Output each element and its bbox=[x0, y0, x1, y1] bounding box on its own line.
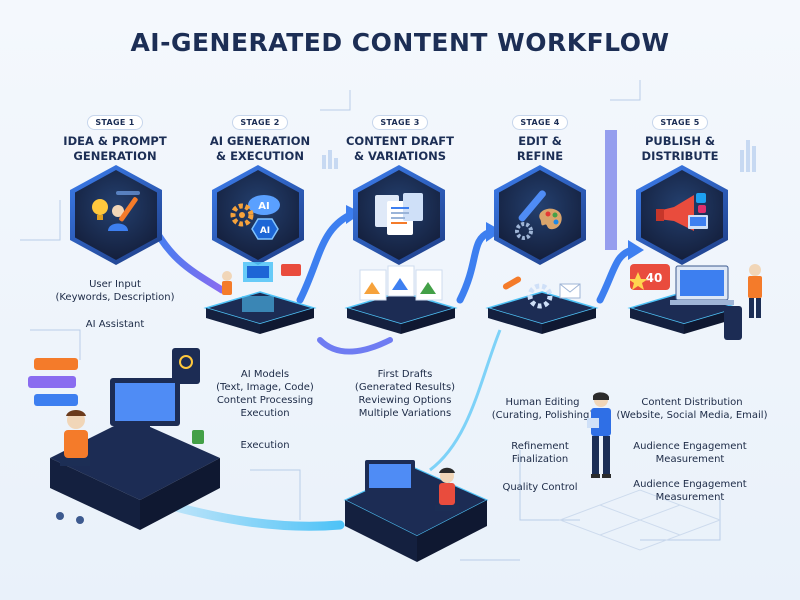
stage-title: AI GENERATION bbox=[209, 134, 311, 148]
label-text: Content Distribution bbox=[641, 397, 743, 408]
data-flow-up bbox=[429, 329, 502, 472]
bar-chart-decor bbox=[322, 140, 756, 172]
stage-title: CONTENT DRAFT bbox=[345, 134, 454, 148]
s4-refinement: Refinement Finalization bbox=[495, 440, 585, 466]
flow-arrow-4 bbox=[456, 228, 494, 304]
ai-chip-label: AI bbox=[260, 226, 270, 236]
circuit-lines bbox=[20, 80, 721, 561]
label-text: First Drafts bbox=[377, 369, 433, 380]
flow-arrow-2 bbox=[296, 211, 354, 304]
label-text: Reviewing Options bbox=[358, 395, 452, 406]
workstation-left bbox=[28, 348, 220, 530]
stage-3-header: STAGE 3 CONTENT DRAFT & VARIATIONS bbox=[335, 110, 465, 164]
stage-title: REFINE bbox=[516, 149, 564, 163]
s3-first-drafts: First Drafts (Generated Results) Reviewi… bbox=[345, 368, 465, 420]
label-text: Execution bbox=[240, 440, 290, 451]
label-text: User Input bbox=[89, 279, 141, 290]
s4-human-editing: Human Editing (Curating, Polishing) bbox=[485, 396, 600, 422]
stage-5-header: STAGE 5 PUBLISH & DISTRIBUTE bbox=[615, 110, 745, 164]
rating-badge: 40 bbox=[646, 271, 663, 285]
label-text: (Website, Social Media, Email) bbox=[616, 410, 768, 421]
flow-arrow-3 bbox=[317, 337, 393, 355]
stage-badge: STAGE 2 bbox=[232, 115, 288, 130]
stage-title: GENERATION bbox=[73, 149, 157, 163]
workstation-middle bbox=[343, 460, 489, 562]
stage-4-scene bbox=[502, 276, 581, 309]
stage-badge: STAGE 1 bbox=[87, 115, 143, 130]
label-text: Finalization bbox=[511, 454, 569, 465]
stage-title: PUBLISH & bbox=[644, 134, 716, 148]
ai-cloud-label: AI bbox=[258, 201, 269, 212]
stage-5-scene: 40 bbox=[630, 264, 762, 340]
label-text: Audience Engagement bbox=[633, 479, 747, 490]
stage-badge: STAGE 5 bbox=[652, 115, 708, 130]
stage-badge: STAGE 4 bbox=[512, 115, 568, 130]
label-text: Multiple Variations bbox=[358, 408, 452, 419]
label-text: AI Models bbox=[240, 369, 290, 380]
label-text: Quality Control bbox=[502, 482, 578, 493]
s2-execution: Execution bbox=[225, 439, 305, 452]
megaphone-icon bbox=[656, 193, 708, 231]
pillar-decor bbox=[605, 130, 617, 250]
label-text: Human Editing bbox=[505, 397, 580, 408]
ai-cloud-gear-icon: AI AI bbox=[230, 195, 280, 240]
s1-user-input: User Input (Keywords, Description) bbox=[50, 278, 180, 304]
stage-title: & VARIATIONS bbox=[354, 149, 446, 163]
label-text: Measurement bbox=[655, 492, 725, 503]
stage-3-scene bbox=[359, 265, 443, 301]
stage-title: & EXECUTION bbox=[216, 149, 304, 163]
label-text: Audience Engagement bbox=[633, 441, 747, 452]
grid-decor bbox=[558, 489, 722, 551]
stage-2-header: STAGE 2 AI GENERATION & EXECUTION bbox=[195, 110, 325, 164]
label-text: (Text, Image, Code) bbox=[216, 382, 314, 393]
idea-prompt-icon bbox=[92, 191, 140, 231]
s5-content-distribution: Content Distribution (Website, Social Me… bbox=[612, 396, 772, 422]
pen-palette-icon bbox=[515, 190, 562, 240]
label-text: Execution bbox=[240, 408, 290, 419]
label-text: AI Assistant bbox=[85, 319, 145, 330]
s2-ai-models: AI Models (Text, Image, Code) Content Pr… bbox=[205, 368, 325, 420]
stage-2-hexagon: AI AI bbox=[212, 165, 304, 265]
label-text: Measurement bbox=[655, 454, 725, 465]
stage-title: DISTRIBUTE bbox=[641, 149, 719, 163]
stage-title: IDEA & PROMPT bbox=[63, 134, 167, 148]
s4-quality-control: Quality Control bbox=[490, 481, 590, 494]
stage-2-scene bbox=[222, 262, 301, 295]
label-text: Content Processing bbox=[216, 395, 314, 406]
stage-2-platform bbox=[202, 288, 318, 336]
documents-icon bbox=[375, 193, 423, 235]
s5-audience-engagement-2: Audience Engagement Measurement bbox=[625, 478, 755, 504]
stage-title: EDIT & bbox=[518, 134, 562, 148]
editor-person bbox=[587, 392, 611, 478]
stage-badge: STAGE 3 bbox=[372, 115, 428, 130]
flow-arrow-5 bbox=[596, 246, 636, 304]
label-text: (Generated Results) bbox=[354, 382, 456, 393]
diagram-title: AI-GENERATED CONTENT WORKFLOW bbox=[130, 28, 670, 57]
stage-1-header: STAGE 1 IDEA & PROMPT GENERATION bbox=[50, 110, 180, 164]
stage-1-hexagon bbox=[70, 165, 162, 265]
label-text: (Curating, Polishing) bbox=[491, 410, 594, 421]
s5-audience-engagement: Audience Engagement Measurement bbox=[625, 440, 755, 466]
flow-arrowhead-5 bbox=[628, 240, 644, 260]
stage-3-hexagon bbox=[353, 165, 445, 265]
label-text: (Keywords, Description) bbox=[55, 292, 175, 303]
stage-4-header: STAGE 4 EDIT & REFINE bbox=[475, 110, 605, 164]
s1-ai-assistant: AI Assistant bbox=[60, 318, 170, 331]
label-text: Refinement bbox=[511, 441, 569, 452]
stage-4-platform bbox=[484, 288, 600, 336]
